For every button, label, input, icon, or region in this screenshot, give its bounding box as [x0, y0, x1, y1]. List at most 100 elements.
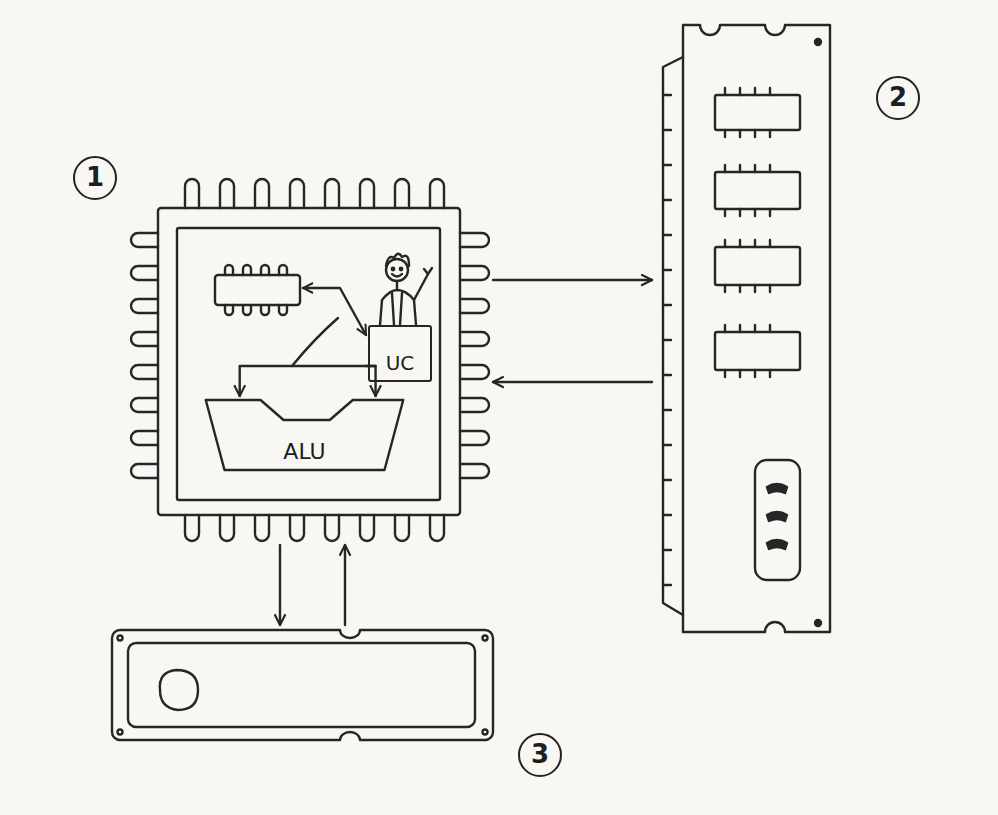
register-chip	[279, 265, 287, 275]
ram-module-drawing	[815, 39, 821, 45]
chip-pins	[360, 179, 374, 208]
control-unit-box: UC	[368, 325, 432, 382]
hard-disk-drawing	[160, 670, 198, 710]
spd-label	[767, 512, 787, 521]
chip-pins	[185, 515, 199, 541]
control-unit-figure	[414, 274, 428, 300]
memory-chips	[725, 165, 770, 216]
register-chip	[225, 305, 233, 315]
control-unit-figure	[392, 293, 394, 325]
callout-number: 3	[518, 733, 562, 777]
hard-disk-drawing	[483, 730, 488, 735]
register-chip	[243, 265, 251, 275]
memory-chips	[715, 172, 800, 209]
control-unit-figure	[386, 259, 408, 281]
chip-pins	[360, 515, 374, 541]
data-bus-arrow	[345, 545, 346, 625]
register-chip	[225, 265, 233, 275]
edge-contacts	[663, 95, 671, 585]
hard-disk-drawing	[118, 730, 123, 735]
chip-pins	[460, 266, 489, 280]
cpu-chip-drawing	[158, 208, 460, 515]
chip-pins	[460, 431, 489, 445]
chip-pins	[460, 299, 489, 313]
chip-pins	[290, 515, 304, 541]
control-unit-figure	[424, 268, 432, 274]
chip-pins	[255, 179, 269, 208]
chip-pins	[325, 515, 339, 541]
chip-pins	[131, 365, 158, 379]
alu-shape: ALU	[200, 398, 409, 472]
control-signal-arrow	[240, 366, 376, 396]
control-unit-figure	[400, 268, 402, 270]
chip-pins	[460, 398, 489, 412]
chip-pins	[395, 515, 409, 541]
chip-pins	[255, 515, 269, 541]
cpu-chip-drawing	[131, 179, 489, 541]
chip-pins	[430, 515, 444, 541]
register-link	[292, 318, 338, 366]
hard-disk-drawing	[112, 630, 493, 740]
spd-label	[767, 484, 787, 493]
spd-label	[755, 460, 800, 580]
hard-disk-drawing	[128, 643, 475, 727]
spd-label	[767, 540, 787, 549]
chip-pins	[460, 233, 489, 247]
chip-pins	[460, 365, 489, 379]
callout-number: 1	[73, 156, 117, 200]
chip-pins	[290, 179, 304, 208]
chip-pins	[131, 332, 158, 346]
register-chip	[215, 265, 300, 315]
hard-disk-drawing	[118, 636, 123, 641]
chip-pins	[395, 179, 409, 208]
chip-pins	[131, 398, 158, 412]
memory-chips	[715, 95, 800, 130]
chip-pins	[131, 179, 489, 541]
register-chip	[243, 305, 251, 315]
ram-module-drawing	[683, 25, 830, 632]
chip-pins	[131, 233, 158, 247]
data-bus-arrow	[493, 280, 652, 281]
chip-pins	[131, 266, 158, 280]
ram-module-drawing	[663, 57, 683, 615]
control-unit-figure	[400, 293, 402, 325]
hard-disk: 3	[110, 628, 495, 742]
ram-module: 2	[655, 25, 830, 632]
chip-pins	[220, 179, 234, 208]
chip-pins	[430, 179, 444, 208]
register-chip	[215, 275, 300, 305]
data-bus-arrow	[280, 545, 281, 625]
chip-pins	[185, 179, 199, 208]
register-chip	[279, 305, 287, 315]
chip-pins	[131, 299, 158, 313]
cpu-chip-drawing	[177, 228, 440, 500]
register-chip	[261, 265, 269, 275]
unit-label: ALU	[200, 439, 409, 464]
ram-module-drawing	[663, 25, 830, 632]
memory-chips	[715, 332, 800, 370]
control-signal-arrow	[240, 366, 376, 396]
register-link	[292, 288, 366, 366]
control-unit-figure	[380, 254, 432, 325]
unit-label: UC	[386, 351, 415, 375]
memory-chips	[725, 325, 770, 377]
edge-contacts	[663, 95, 671, 585]
control-unit-figure	[392, 268, 394, 270]
control-unit-figure	[396, 281, 398, 290]
data-bus-arrow	[279, 545, 281, 625]
chip-pins	[460, 464, 489, 478]
control-unit-figure	[386, 254, 409, 266]
data-bus-arrow	[493, 279, 652, 281]
register-chip	[261, 305, 269, 315]
chip-pins	[460, 332, 489, 346]
data-bus-arrow	[493, 381, 652, 383]
callout-number: 2	[876, 76, 920, 120]
memory-chips	[725, 88, 770, 137]
hard-disk-drawing	[112, 630, 493, 740]
cpu-chip: 1UCALU	[130, 178, 490, 542]
spd-label	[755, 460, 800, 580]
chip-pins	[325, 179, 339, 208]
